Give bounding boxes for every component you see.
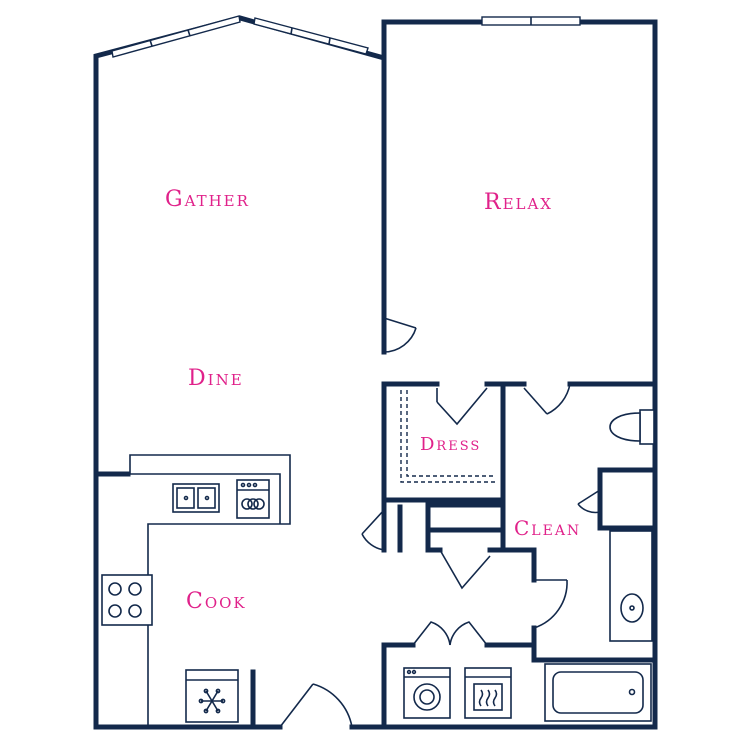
outer-walls [93, 15, 658, 730]
doors [279, 317, 601, 728]
room-label-relax: Relax [484, 190, 553, 215]
room-label-dine: Dine [188, 366, 244, 391]
room-label-dress: Dress [420, 434, 482, 455]
room-label-cook: Cook [186, 589, 247, 614]
closet-shelving [400, 390, 496, 483]
room-label-gather: Gather [165, 187, 250, 212]
windows [111, 15, 581, 58]
room-label-clean: Clean [514, 516, 582, 540]
interior-walls [93, 381, 658, 648]
kitchen-counters [129, 454, 291, 727]
